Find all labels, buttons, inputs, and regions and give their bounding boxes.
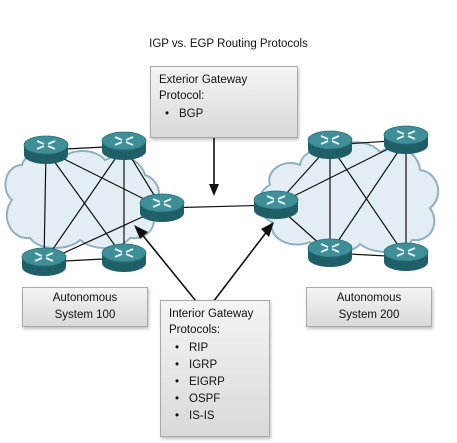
egp-heading-line2: Protocol: — [159, 90, 205, 102]
router-as200-border — [253, 190, 299, 220]
as100-box: Autonomous System 100 — [22, 287, 148, 327]
igp-item-ospf: OSPF — [169, 391, 269, 408]
router-as200-bottom-right — [383, 242, 429, 272]
egp-list: BGP — [159, 106, 297, 123]
router-as200-bottom-left — [307, 238, 353, 268]
as100-line2: System 100 — [54, 309, 116, 321]
igp-item-rip: RIP — [169, 340, 269, 357]
diagram-title: IGP vs. EGP Routing Protocols — [149, 38, 308, 50]
router-as100-bottom-left — [21, 247, 67, 277]
router-as100-border — [139, 193, 185, 223]
protocol-arrows — [134, 138, 274, 307]
as100-line1: Autonomous — [52, 292, 118, 304]
router-as100-top-right — [101, 131, 147, 161]
as200-line2: System 200 — [338, 309, 400, 321]
router-as100-top-left — [23, 135, 69, 165]
igp-box: Interior Gateway Protocols: RIP IGRP EIG… — [160, 300, 270, 437]
router-as100-bottom-right — [101, 243, 147, 273]
as200-box: Autonomous System 200 — [306, 287, 432, 327]
router-as200-top-left — [307, 130, 353, 160]
igp-list: RIP IGRP EIGRP OSPF IS-IS — [169, 340, 269, 425]
egp-item: BGP — [159, 106, 297, 123]
egp-box: Exterior Gateway Protocol: BGP — [150, 66, 298, 138]
igp-item-igrp: IGRP — [169, 357, 269, 374]
igp-heading-line2: Protocols: — [169, 324, 221, 336]
router-as200-top-right — [383, 125, 429, 155]
igp-item-isis: IS-IS — [169, 408, 269, 425]
egp-heading-line1: Exterior Gateway — [159, 74, 248, 86]
igp-item-eigrp: EIGRP — [169, 374, 269, 391]
igp-heading-line1: Interior Gateway — [169, 308, 254, 320]
as200-line1: Autonomous — [336, 292, 402, 304]
